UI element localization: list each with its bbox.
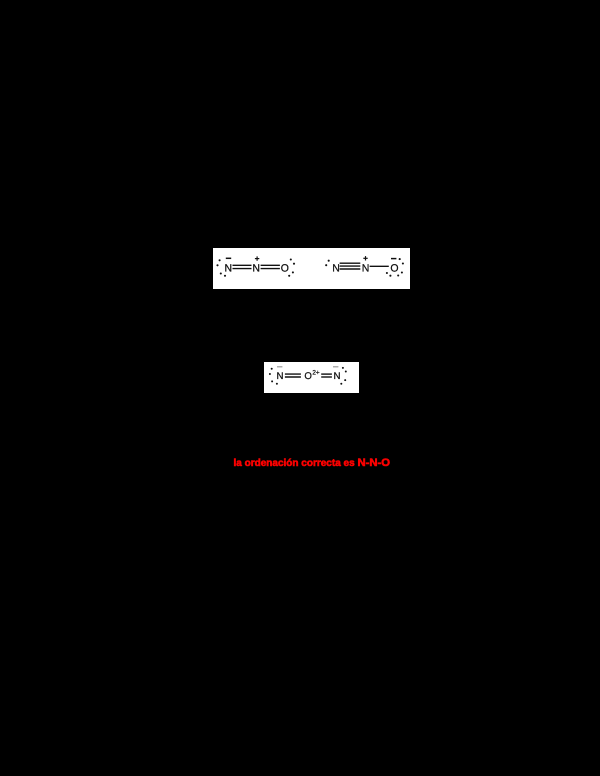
svg-text:N: N [252,263,260,275]
svg-text:N: N [362,263,370,275]
svg-text:N: N [332,263,340,275]
svg-text:N: N [277,371,284,382]
svg-text:N: N [225,263,233,275]
svg-text:O: O [281,263,289,275]
svg-text:O: O [304,371,312,382]
svg-text:2+: 2+ [312,369,320,376]
svg-text:N: N [334,371,341,382]
svg-text:O: O [390,263,398,275]
